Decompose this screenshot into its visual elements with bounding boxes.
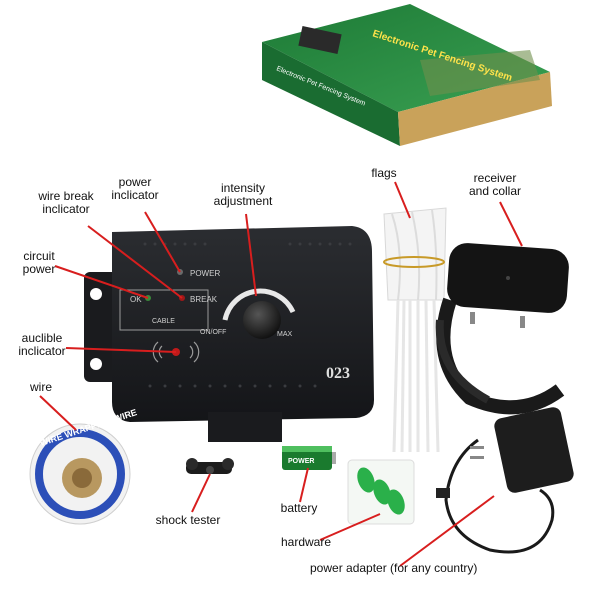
callout-line-receiver xyxy=(499,201,523,247)
label-circuit-line2: power xyxy=(22,262,56,276)
flags xyxy=(383,207,447,453)
label-wire-break-indicator: wire break inclicator xyxy=(31,190,101,216)
label-audible-indicator: auclible inclicator xyxy=(12,332,72,358)
label-audible-line2: inclicator xyxy=(18,344,66,358)
callout-line-circuit xyxy=(54,265,149,299)
label-power-indicator: power inclicator xyxy=(105,176,165,202)
callout-lines xyxy=(39,181,523,567)
wire-spool: WIRE WRAPPING WIRE xyxy=(29,407,138,525)
label-receiver-line2: and collar xyxy=(468,184,522,198)
label-circuit-power: circuit power xyxy=(14,250,64,276)
controller-device: POWER BREAK OK CABLE ON/OFF MAX 023 xyxy=(84,226,374,442)
label-receiver-collar: receiver and collar xyxy=(462,172,528,198)
label-power-adapter: power adapter (for any country) xyxy=(310,561,478,575)
label-wire: wire xyxy=(29,380,52,394)
power-led-label: POWER xyxy=(190,269,220,278)
model-number: 023 xyxy=(326,365,350,382)
max-label: MAX xyxy=(277,331,293,338)
on-off-label: ON/OFF xyxy=(200,329,226,336)
battery-text: POWER xyxy=(288,458,314,465)
callout-line-adapter xyxy=(399,495,495,567)
callout-line-power xyxy=(144,211,181,273)
callout-line-intensity xyxy=(245,213,257,297)
label-circuit-line1: circuit xyxy=(23,249,55,263)
power-adapter xyxy=(436,407,574,554)
product-box: Electronic Pet Fencing System Electronic… xyxy=(262,4,552,146)
label-flags: flags xyxy=(371,166,397,180)
break-led-label: BREAK xyxy=(190,295,218,304)
label-intensity-adjustment: intensity adjustment xyxy=(205,182,281,208)
label-power-indicator-line2: inclicator xyxy=(111,188,159,202)
label-power-indicator-line1: power xyxy=(118,175,152,189)
intensity-knob[interactable] xyxy=(243,301,281,339)
callout-line-audible xyxy=(65,347,177,353)
callout-line-hardware xyxy=(319,513,381,541)
cable-label: CABLE xyxy=(152,318,175,325)
label-receiver-line1: receiver xyxy=(473,171,517,185)
label-hardware: hardware xyxy=(280,535,332,549)
hardware-bag xyxy=(347,459,415,525)
receiver-and-collar xyxy=(435,243,569,415)
label-wire-break-line1: wire break xyxy=(38,189,94,203)
callout-line-wire xyxy=(39,395,77,431)
label-battery: battery xyxy=(280,501,318,515)
callout-line-break xyxy=(87,225,183,299)
ok-led-label: OK xyxy=(130,295,142,304)
battery: POWER xyxy=(282,446,336,470)
callout-line-flags xyxy=(394,181,411,219)
label-wire-break-line2: inclicator xyxy=(42,202,90,216)
label-intensity-line2: adjustment xyxy=(213,194,273,208)
callout-line-battery xyxy=(299,467,309,503)
label-intensity-line1: intensity xyxy=(220,181,266,195)
label-shock-tester: shock tester xyxy=(155,513,221,527)
label-audible-line1: auclible xyxy=(21,331,63,345)
callout-line-tester xyxy=(191,473,211,513)
shock-tester xyxy=(186,458,234,474)
